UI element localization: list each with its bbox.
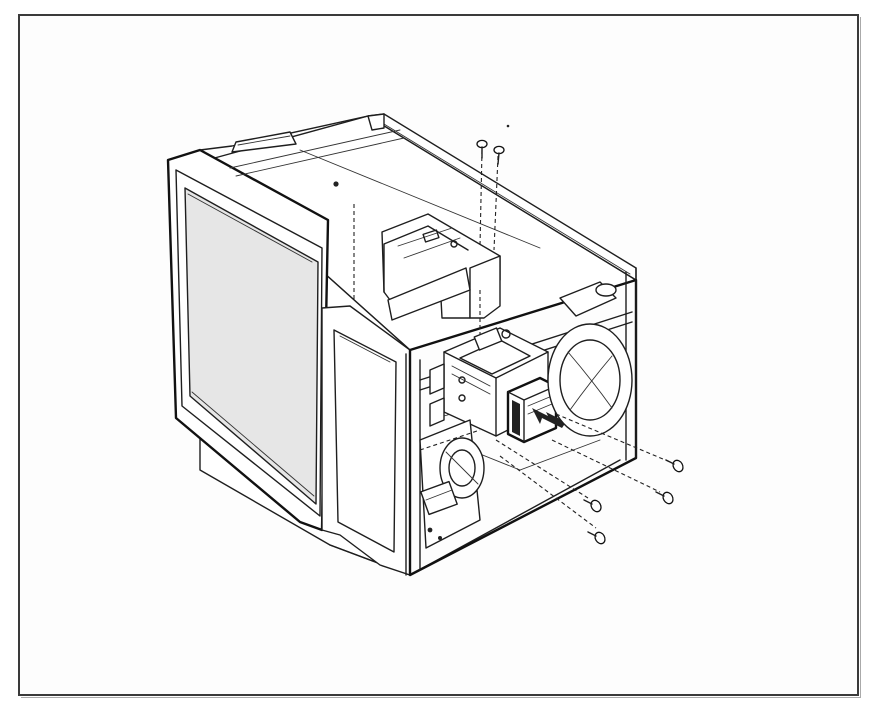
removed-module	[506, 376, 558, 444]
screw-guide-lines	[479, 149, 671, 529]
upper-bracket	[381, 213, 501, 348]
cooling-fan	[547, 281, 633, 437]
side-screws	[583, 459, 684, 545]
screw-side-2	[655, 491, 674, 505]
top-surface-detail	[229, 123, 631, 300]
direction-arrow	[532, 408, 566, 428]
front-bezel	[166, 115, 411, 576]
stray-mark	[506, 124, 510, 128]
circuit-board	[419, 419, 485, 549]
top-screws	[476, 139, 505, 165]
figure-frame	[18, 14, 861, 698]
screw-side-3	[583, 499, 602, 513]
screw-top-left	[476, 139, 488, 159]
screw-side-4	[587, 531, 606, 545]
screw-side-1	[665, 459, 684, 473]
screw-top-right	[493, 145, 505, 165]
